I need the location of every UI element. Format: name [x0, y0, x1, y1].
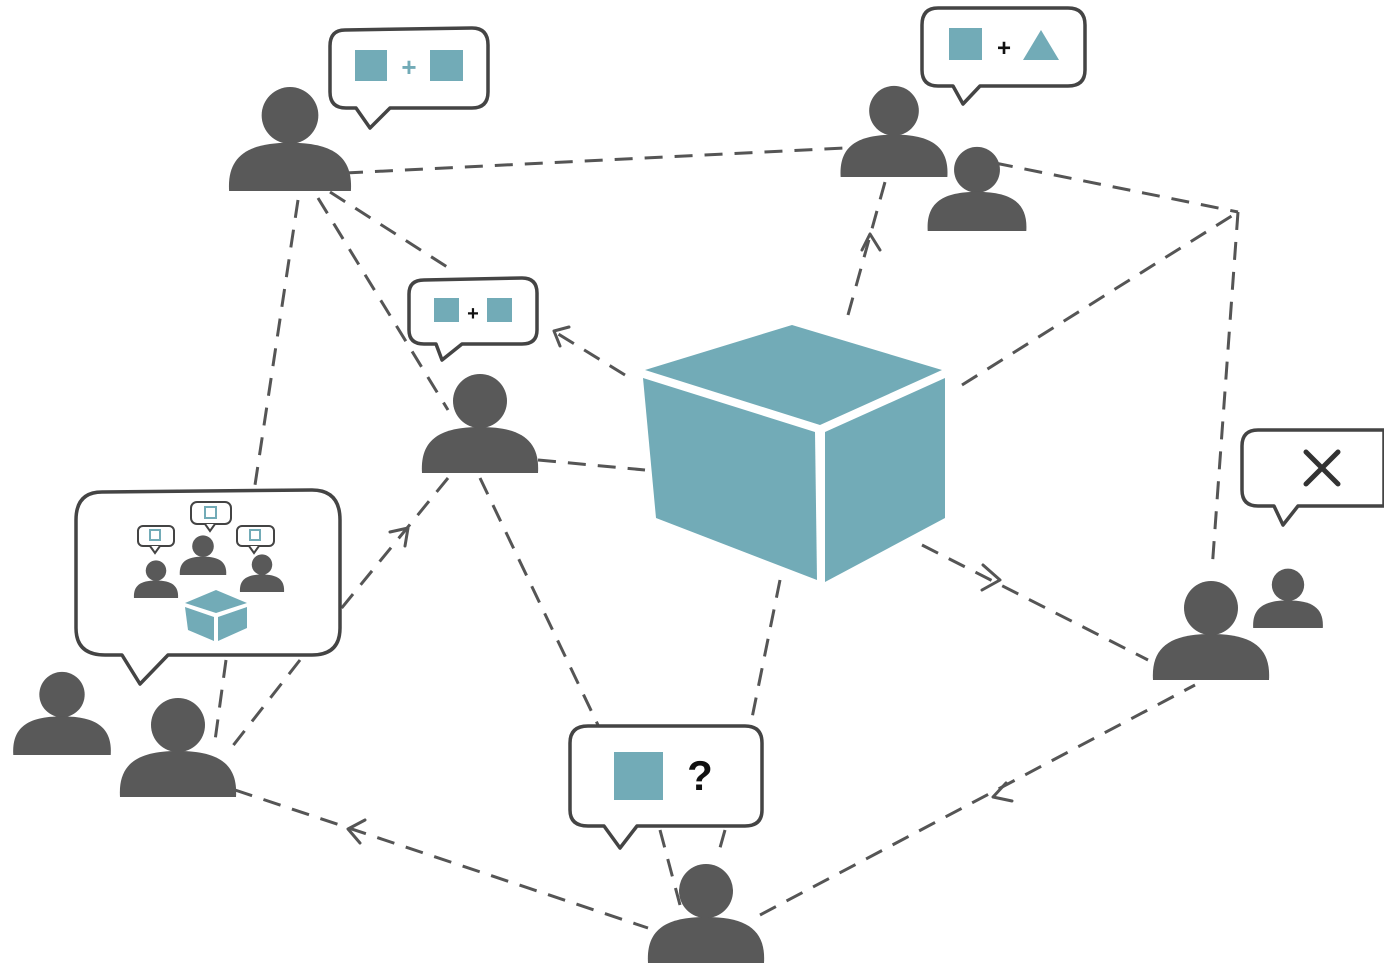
- arrow-head-icon: [552, 325, 571, 348]
- edge: [212, 659, 228, 749]
- triangle-icon: [1023, 30, 1059, 60]
- edge: [344, 146, 846, 175]
- arrow-heads: [346, 232, 1014, 845]
- edge: [226, 659, 302, 753]
- arrow-head-icon: [346, 818, 367, 845]
- plus-symbol: +: [997, 35, 1011, 62]
- edge: [537, 458, 646, 472]
- edge: [658, 829, 682, 906]
- edge: [1210, 211, 1240, 571]
- square-icon: [355, 50, 387, 81]
- edge: [921, 543, 1149, 662]
- arrow-head-icon: [388, 526, 410, 548]
- person-icon: [1253, 568, 1323, 628]
- edge: [750, 579, 782, 719]
- edge: [253, 199, 300, 486]
- edge: [234, 788, 649, 930]
- edge: [478, 477, 600, 726]
- plus-symbol: +: [401, 52, 416, 82]
- edge: [759, 683, 1196, 917]
- mini-bubble: [137, 525, 175, 555]
- mini-bubble: [236, 525, 275, 555]
- speech-bubble-icon: +: [328, 26, 490, 130]
- person-icon: [647, 864, 765, 963]
- person-icon: [119, 698, 237, 797]
- square-icon: [949, 28, 982, 60]
- group-speech-bubble: [74, 488, 342, 686]
- edge: [338, 477, 450, 611]
- square-icon: [487, 298, 512, 322]
- edge: [554, 330, 626, 377]
- person-icon: [421, 374, 539, 473]
- speech-bubble-icon: ?: [568, 724, 764, 850]
- speech-bubble-icon: +: [920, 6, 1087, 106]
- plus-symbol: +: [467, 303, 479, 325]
- speech-bubble-icon: [1240, 428, 1384, 527]
- question-mark-icon: ?: [687, 752, 713, 799]
- person-icon: [1152, 581, 1270, 680]
- edge: [716, 829, 727, 856]
- cross-icon: [1303, 449, 1341, 487]
- edge: [994, 161, 1239, 214]
- edge: [961, 210, 1239, 387]
- edge: [329, 190, 456, 274]
- cube-icon: [643, 325, 945, 582]
- person-icon: [13, 671, 111, 755]
- edge: [846, 181, 887, 316]
- square-icon: [614, 752, 663, 800]
- square-icon: [430, 50, 463, 81]
- speech-bubble-icon: +: [407, 276, 539, 362]
- network-edges: [212, 146, 1240, 930]
- arrow-head-icon: [991, 781, 1014, 803]
- mini-bubble: [190, 501, 232, 533]
- edge: [316, 197, 450, 411]
- arrow-head-icon: [860, 232, 882, 252]
- person-icon: [840, 85, 948, 177]
- square-icon: [434, 298, 459, 322]
- cube-icon: [185, 590, 247, 641]
- arrow-head-icon: [980, 563, 1002, 592]
